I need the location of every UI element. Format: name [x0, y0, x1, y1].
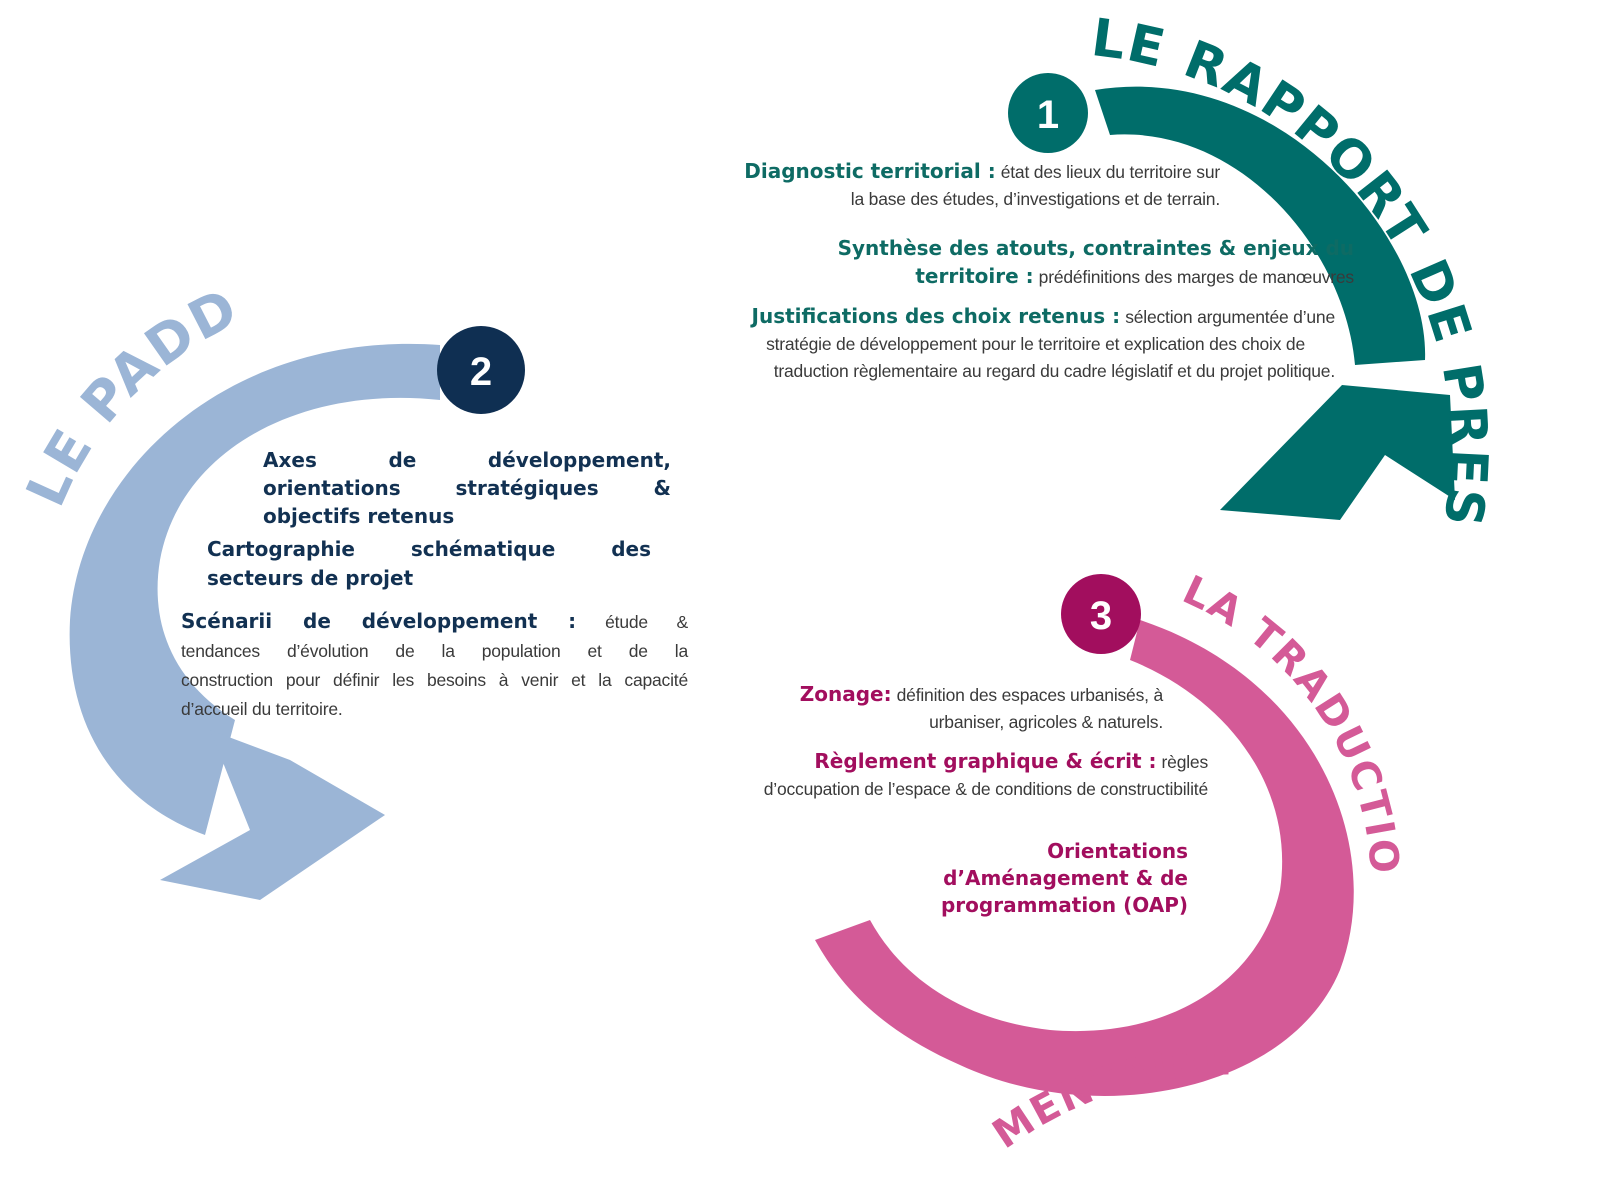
padd-arrow	[69, 343, 440, 900]
number-badge-2: 2	[437, 326, 525, 414]
rapport-arc	[1095, 86, 1426, 365]
reglement-heading: Règlement graphique & écrit :	[814, 749, 1157, 773]
cartographie-block: Cartographie schématique des secteurs de…	[207, 535, 651, 593]
rapport-arrow	[1095, 86, 1455, 520]
justifications-text-3: traduction règlementaire au regard du ca…	[773, 361, 1335, 381]
axes-line-2: orientations stratégiques &	[263, 476, 671, 500]
oap-line-2: d’Aménagement & de	[943, 866, 1188, 890]
scenarii-text-4: d’accueil du territoire.	[181, 699, 343, 719]
justifications-text-1: sélection argumentée d’une	[1125, 307, 1335, 327]
padd-arrowhead	[160, 730, 385, 900]
oap-block: Orientations d’Aménagement & de programm…	[880, 838, 1188, 919]
zonage-text-2: urbaniser, agricoles & naturels.	[929, 712, 1163, 732]
axes-line-3: objectifs retenus	[263, 504, 455, 528]
number-3: 3	[1090, 594, 1112, 638]
number-1: 1	[1037, 93, 1059, 137]
synthese-block: Synthèse des atouts, contraintes & enjeu…	[760, 235, 1355, 291]
scenarii-text-3: construction pour définir les besoins à …	[181, 670, 688, 690]
number-2: 2	[470, 350, 492, 394]
padd-arc	[69, 343, 440, 835]
scenarii-heading: Scénarii de développement :	[181, 609, 577, 633]
diagnostic-text-2: la base des études, d’investigations et …	[850, 189, 1220, 209]
zonage-text-1: définition des espaces urbanisés, à	[896, 685, 1164, 705]
scenarii-text-1: étude &	[605, 612, 688, 632]
number-badge-1: 1	[1008, 73, 1088, 153]
axes-line-1: Axes de développement,	[263, 448, 671, 472]
diagnostic-text-1: état des lieux du territoire sur	[1000, 162, 1220, 182]
cartographie-line-1: Cartographie schématique des	[207, 537, 651, 561]
synthese-heading-2: territoire :	[915, 264, 1034, 288]
rapport-arrowhead	[1220, 385, 1455, 520]
number-badge-3: 3	[1061, 574, 1141, 654]
scenarii-text-2: tendances d’évolution de la population e…	[181, 641, 688, 661]
oap-line-3: programmation (OAP)	[940, 893, 1188, 917]
diagnostic-heading: Diagnostic territorial :	[744, 159, 996, 183]
justifications-heading: Justifications des choix retenus :	[751, 304, 1121, 328]
cartographie-line-2: secteurs de projet	[207, 566, 414, 590]
zonage-heading: Zonage:	[799, 682, 892, 706]
reglement-block: Règlement graphique & écrit : règles d’o…	[700, 748, 1208, 803]
justifications-text-2: stratégie de développement pour le terri…	[766, 334, 1305, 354]
oap-line-1: Orientations	[1047, 839, 1188, 863]
diagnostic-block: Diagnostic territorial : état des lieux …	[700, 158, 1220, 213]
scenarii-block: Scénarii de développement : étude & tend…	[181, 607, 688, 724]
axes-block: Axes de développement, orientations stra…	[263, 446, 671, 530]
reglement-text-2: d’occupation de l’espace & de conditions…	[763, 779, 1208, 799]
synthese-text: prédéfinitions des marges de manœuvres	[1038, 267, 1355, 287]
justifications-block: Justifications des choix retenus : sélec…	[680, 303, 1336, 385]
reglement-text-1: règles	[1161, 752, 1209, 772]
zonage-block: Zonage: définition des espaces urbanisés…	[740, 681, 1163, 736]
synthese-heading-1: Synthèse des atouts, contraintes & enjeu…	[837, 236, 1354, 260]
